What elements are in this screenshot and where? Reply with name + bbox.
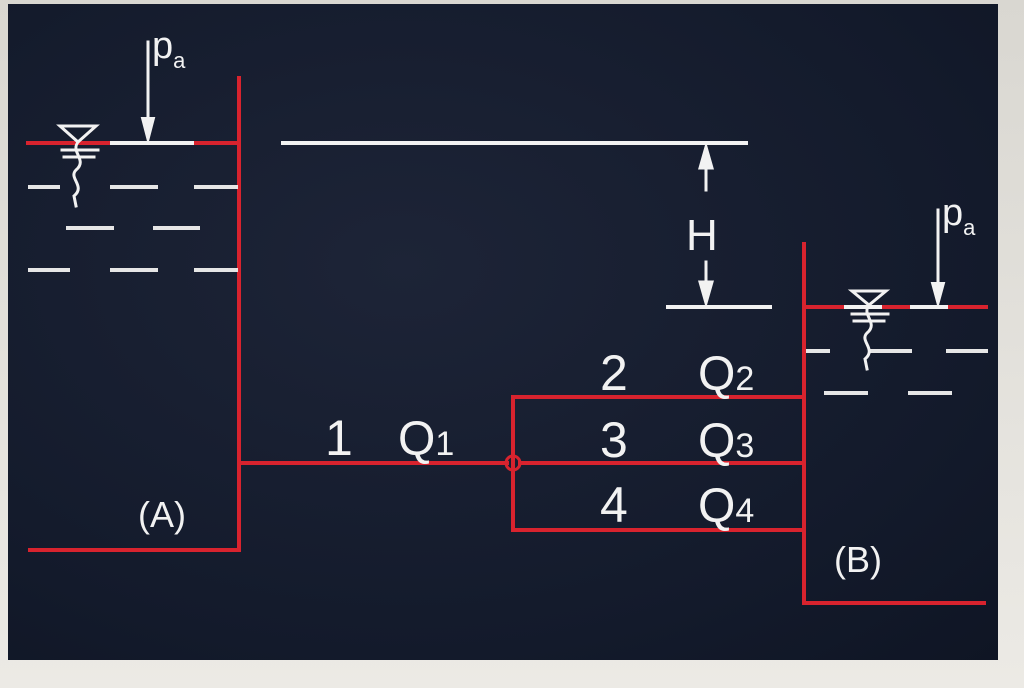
pipe-3-label: 3: [600, 412, 628, 468]
flow-4-subscript: 4: [735, 492, 754, 530]
reservoir-a-label: (A): [138, 494, 186, 535]
pipe-4-label: 4: [600, 477, 628, 533]
head-dimension: [698, 141, 714, 309]
pipe-1-label: 1: [325, 410, 353, 466]
water-level-triangle-a: [56, 124, 100, 145]
pa-arrow-left-head: [140, 117, 156, 145]
water-level-symbol-b: [847, 289, 891, 371]
pa-arrow-right: [930, 208, 946, 309]
reservoir-b-water: [804, 305, 988, 395]
pa-right-subscript: a: [963, 215, 976, 240]
pipe-2-label: 2: [600, 345, 628, 401]
flow-4-label: Q4: [698, 480, 754, 533]
reservoir-b-label: (B): [834, 539, 882, 580]
flow-3-subscript: 3: [735, 427, 754, 465]
flow-1-subscript: 1: [435, 425, 454, 463]
head-arrow-down: [698, 280, 714, 309]
pa-right-label: pa: [942, 192, 976, 240]
flow-1-label: Q1: [398, 413, 454, 466]
water-level-triangle-b: [847, 289, 891, 307]
water-level-squiggle-b: [863, 302, 873, 371]
reservoir-a-walls: [28, 76, 241, 552]
water-level-symbol-a: [56, 124, 100, 208]
flow-2-subscript: 2: [735, 360, 754, 398]
pa-left-label: pa: [152, 25, 186, 73]
reservoir-b-walls: [802, 242, 986, 605]
pa-arrow-right-head: [930, 282, 946, 309]
pa-arrow-left: [140, 40, 156, 145]
head-arrow-up: [698, 141, 714, 170]
flow-2-label: Q2: [698, 348, 754, 401]
pa-left-subscript: a: [173, 48, 186, 73]
flow-3-label: Q3: [698, 415, 754, 468]
water-level-squiggle-a: [72, 139, 82, 208]
reservoir-a-water: [26, 141, 239, 272]
head-label: H: [686, 211, 718, 260]
